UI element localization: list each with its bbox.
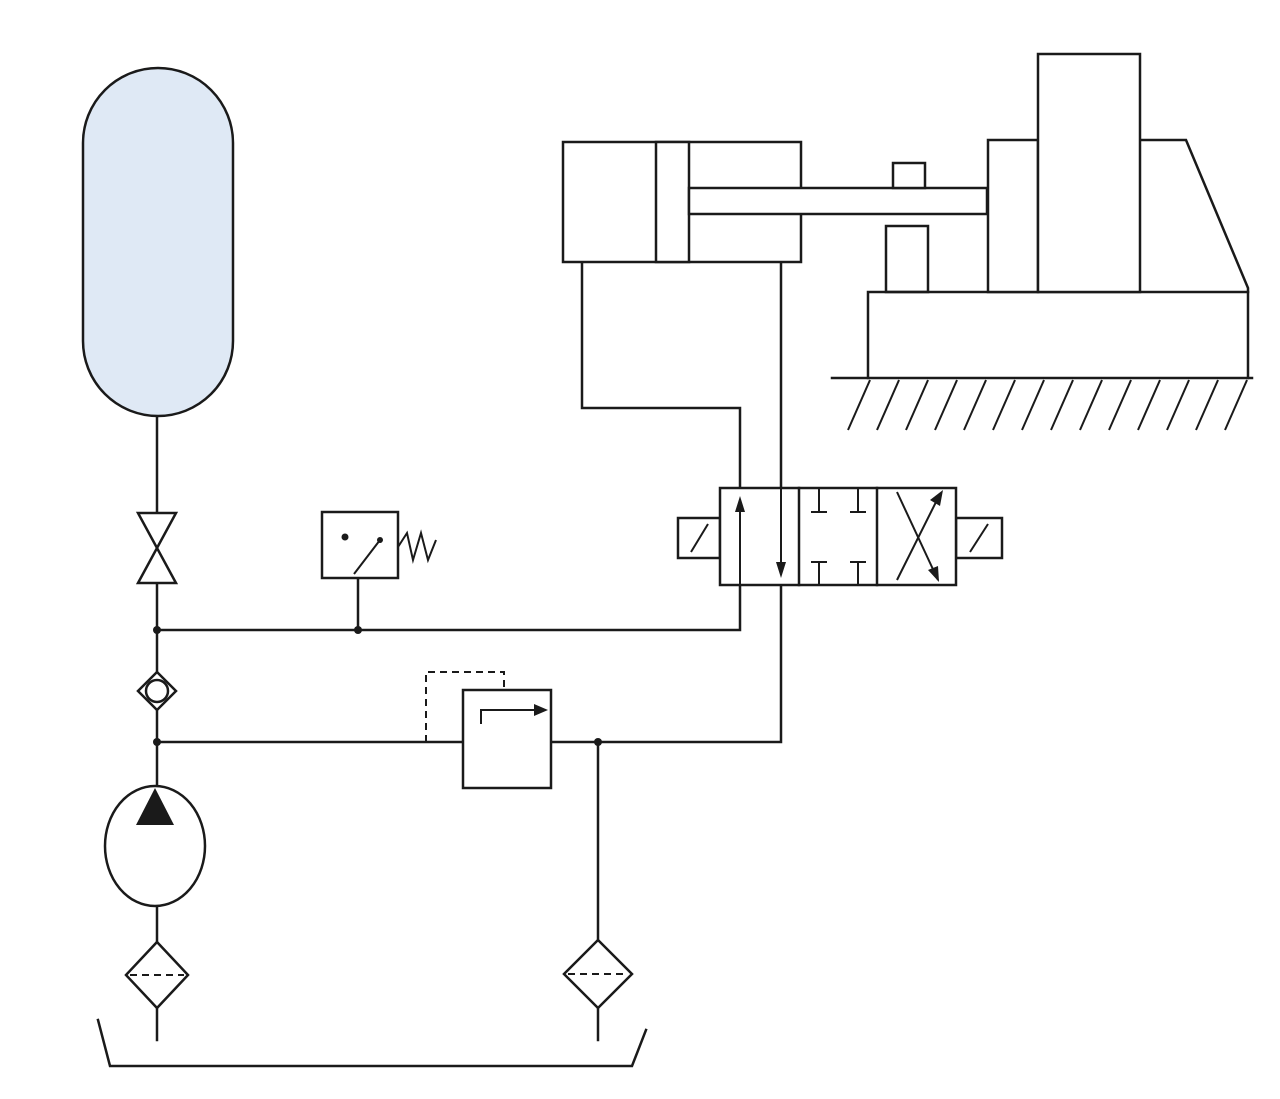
hydraulic-accumulator: [81, 66, 235, 418]
cylinder-line-a: [580, 260, 742, 490]
pressure-to-dcv: [155, 583, 742, 632]
junction-dot: [354, 626, 362, 634]
press-load-block: [1036, 52, 1142, 294]
piston: [654, 140, 691, 264]
return-line: [549, 583, 783, 744]
shutoff-valve: [135, 511, 179, 585]
hatch-stroke: [1079, 379, 1103, 431]
hatch-stroke: [1224, 379, 1248, 431]
pressure-switch: [320, 510, 437, 580]
rod-guide-top: [891, 161, 927, 190]
press-ram: [986, 138, 1040, 294]
double-acting-cylinder: [561, 140, 989, 264]
piston-rod: [687, 186, 989, 216]
junction-dot: [594, 738, 602, 746]
junction-dot: [153, 738, 161, 746]
hatch-stroke: [1050, 379, 1074, 431]
hatch-stroke: [1166, 379, 1190, 431]
return-filter: [562, 938, 634, 1010]
ground-hatching: [847, 379, 1248, 431]
hatch-stroke: [934, 379, 958, 431]
press-frame-back: [1138, 138, 1250, 380]
pressure-relief-valve: [461, 688, 553, 790]
pipework: [153, 260, 783, 1042]
reservoir-tank: [96, 1018, 648, 1068]
hatch-stroke: [876, 379, 900, 431]
hatch-stroke: [1021, 379, 1045, 431]
hatch-stroke: [1195, 379, 1219, 431]
hatch-stroke: [992, 379, 1016, 431]
hydraulic-pump: [103, 784, 207, 908]
hatch-stroke: [1108, 379, 1132, 431]
hatch-stroke: [905, 379, 929, 431]
suction-filter: [124, 940, 190, 1010]
hatch-stroke: [1137, 379, 1161, 431]
hatch-stroke: [963, 379, 987, 431]
press-frame-load: [830, 52, 1254, 431]
check-valve: [136, 670, 178, 712]
rod-guide-bottom: [884, 224, 930, 294]
4-3-directional-control-valve: [676, 486, 1004, 587]
press-base: [866, 290, 1250, 380]
hatch-stroke: [847, 379, 871, 431]
junction-dot: [153, 626, 161, 634]
pilot-line: [425, 671, 505, 742]
